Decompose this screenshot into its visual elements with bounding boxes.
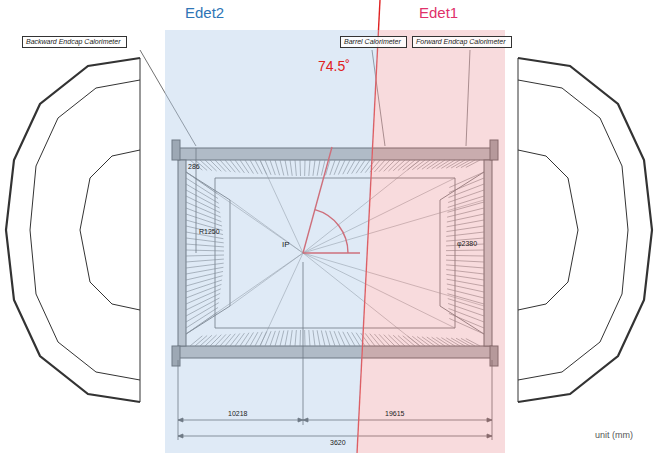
part-callout: Forward Endcap Calorimeter	[412, 36, 512, 48]
unit-note: unit (mm)	[595, 430, 633, 440]
dimension-value: 286	[188, 163, 200, 170]
region-polygon	[357, 30, 505, 453]
detector-region: Edet2	[165, 30, 379, 453]
part-callout: Backward Endcap Calorimeter	[22, 36, 127, 48]
region-title: Edet2	[185, 4, 224, 21]
part-name: Barrel Calorimeter	[344, 38, 401, 45]
endcap-view-right	[518, 58, 652, 402]
region-polygon	[165, 30, 379, 453]
dimension-value: 19615	[385, 410, 404, 417]
dimension-value: 3620	[330, 439, 346, 446]
region-fill	[357, 30, 505, 453]
endcap-view-left	[6, 58, 140, 402]
region-fill	[165, 30, 379, 453]
part-name: Backward Endcap Calorimeter	[26, 38, 121, 45]
point-label: IP	[282, 240, 290, 249]
part-name: Forward Endcap Calorimeter	[416, 38, 505, 45]
angle-label: 74.5˚	[318, 58, 350, 74]
part-callout: Barrel Calorimeter	[340, 36, 407, 48]
dimension-value: 10218	[228, 410, 247, 417]
detector-region: Edet1	[357, 30, 505, 453]
dimension-value: φ2380	[457, 240, 477, 247]
region-title: Edet1	[419, 4, 458, 21]
dimension-value: R1250	[199, 228, 220, 235]
